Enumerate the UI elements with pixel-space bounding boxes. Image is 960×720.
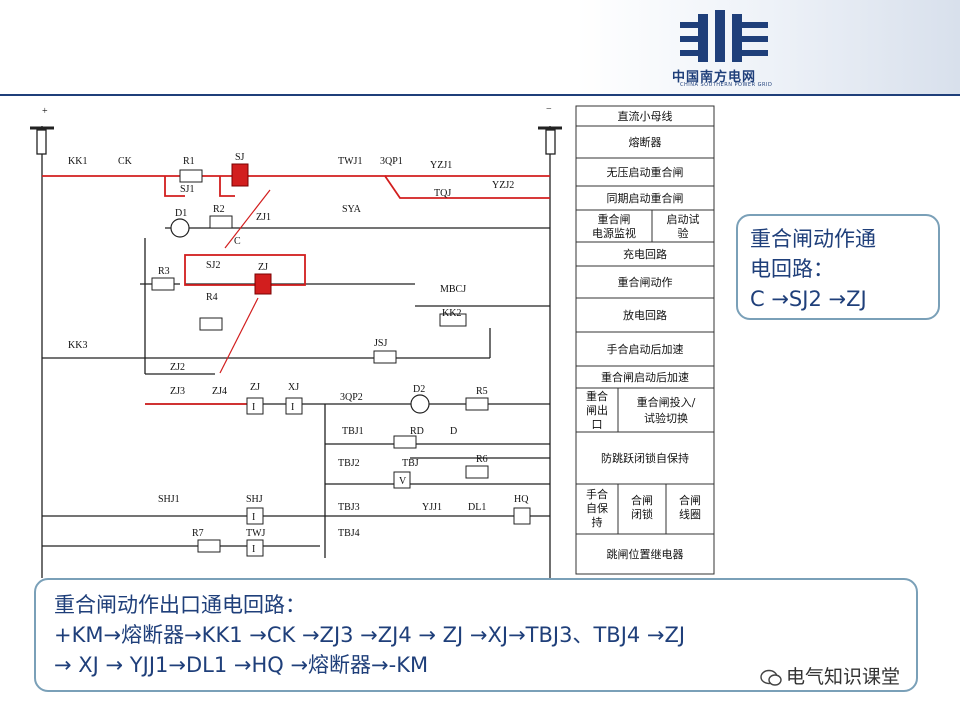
table-row-switchover-l2: 试验切换 (644, 411, 688, 425)
label-twj1: TWJ1 (338, 156, 362, 167)
label-r1: R1 (183, 156, 195, 167)
label-d2: D2 (413, 384, 425, 395)
label-zj1: ZJ1 (256, 212, 271, 223)
label-yzj2: YZJ2 (492, 180, 514, 191)
table-row-power-monitor-l2: 电源监视 (592, 226, 636, 240)
table-row-switchover-l1: 重合闸投入/ (637, 395, 696, 409)
label-ck: CK (118, 156, 133, 167)
label-tbj2: TBJ2 (338, 458, 360, 469)
table-row-manual-hold-l3: 持 (592, 515, 603, 529)
watermark: 电气知识课堂 (760, 662, 900, 689)
label-r2: R2 (213, 204, 225, 215)
label-dl1: DL1 (468, 502, 486, 513)
callout-exit-line2: +KM→熔断器→KK1 →CK →ZJ3 →ZJ4 → ZJ →XJ→TBJ3、… (54, 623, 686, 647)
label-mbcj: MBCJ (440, 284, 466, 295)
header-divider (0, 94, 960, 96)
label-xj: XJ (288, 382, 299, 393)
header-band (0, 0, 960, 96)
label-zj3: ZJ3 (170, 386, 185, 397)
label-zj2: ZJ2 (170, 362, 185, 373)
label-r4: R4 (206, 292, 218, 303)
bus-minus-label: − (546, 104, 552, 115)
table-row-manual-accel: 手合启动后加速 (607, 342, 684, 356)
label-yzj1: YZJ1 (430, 160, 452, 171)
label-hq: HQ (514, 494, 529, 505)
label-d1: D1 (175, 208, 187, 219)
label-tbj3: TBJ3 (338, 502, 360, 513)
label-r6: R6 (476, 454, 488, 465)
table-row-reclose-exit-l1: 重合 (586, 389, 608, 403)
callout-exit-path: 重合闸动作出口通电回路： +KM→熔断器→KK1 →CK →ZJ3 →ZJ4 →… (34, 578, 918, 692)
table-row-reclose-accel: 重合闸启动后加速 (601, 370, 689, 384)
label-zj-coil-i: I (252, 402, 255, 413)
table-row-fuse: 熔断器 (629, 135, 662, 149)
label-shj: SHJ (246, 494, 263, 505)
table-row-close-coil-l2: 线圈 (679, 507, 701, 521)
callout-reclose-line3: C →SJ2 →ZJ (750, 287, 867, 311)
label-tbj1: TBJ1 (342, 426, 364, 437)
label-3qp1: 3QP1 (380, 156, 403, 167)
table-row-anti-pump: 防跳跃闭锁自保持 (601, 451, 689, 465)
table-row-close-lock-l1: 合闸 (631, 493, 653, 507)
label-r7: R7 (192, 528, 204, 539)
wechat-icon (760, 669, 782, 686)
table-row-reclose-action: 重合闸动作 (618, 275, 673, 289)
table-row-close-coil-l1: 合闸 (679, 493, 701, 507)
reclosing-circuit-diagram: + − KK1 CK R1 SJ SJ1 D1 R2 ZJ1 C SJ2 ZJ … (30, 104, 715, 578)
table-row-manual-hold-l2: 自保 (586, 501, 608, 515)
label-zj4: ZJ4 (212, 386, 227, 397)
callout-exit-line3: → XJ → YJJ1→DL1 →HQ →熔断器→-KM (54, 653, 429, 677)
label-rd: RD (410, 426, 424, 437)
label-sj: SJ (235, 152, 245, 163)
label-shj1: SHJ1 (158, 494, 180, 505)
company-name-en: CHINA SOUTHERN POWER GRID (680, 82, 773, 88)
label-3qp2: 3QP2 (340, 392, 363, 403)
label-kk3: KK3 (68, 340, 87, 351)
company-logo-icon (680, 10, 768, 62)
label-sj1: SJ1 (180, 184, 194, 195)
table-row-close-lock-l2: 闭锁 (631, 507, 653, 521)
callout-reclose-line1: 重合闸动作通 (750, 227, 876, 251)
label-kk2: KK2 (442, 308, 461, 319)
label-r3: R3 (158, 266, 170, 277)
label-tbj4: TBJ4 (338, 528, 360, 539)
label-sj2: SJ2 (206, 260, 220, 271)
label-c: C (234, 236, 241, 247)
label-jsj: JSJ (374, 338, 387, 349)
label-twj-coil-i: I (252, 544, 255, 555)
table-row-novoltage-start: 无压启动重合闸 (607, 165, 684, 179)
label-d: D (450, 426, 457, 437)
table-row-discharge: 放电回路 (623, 308, 667, 322)
label-xj-coil-i: I (291, 402, 294, 413)
label-twj: TWJ (246, 528, 266, 539)
callout-reclose-path: 重合闸动作通 电回路： C →SJ2 →ZJ (736, 214, 940, 320)
label-yjj1: YJJ1 (422, 502, 442, 513)
table-row-start-test-l2: 验 (678, 226, 689, 240)
table-row-reclose-exit-l3: 口 (592, 418, 603, 431)
bus-plus-label: + (42, 106, 48, 117)
callout-exit-title: 重合闸动作出口通电回路： (54, 593, 306, 617)
label-tbj: TBJ (402, 458, 419, 469)
table-row-power-monitor-l1: 重合闸 (598, 212, 631, 226)
label-kk1: KK1 (68, 156, 87, 167)
label-zj-coil: ZJ (250, 382, 260, 393)
table-row-sync-start: 同期启动重合闸 (607, 191, 684, 205)
table-row-reclose-exit-l2: 闸出 (586, 403, 608, 417)
label-tqj: TQJ (434, 188, 451, 199)
callout-reclose-line2: 电回路： (750, 257, 834, 281)
label-shj-coil-i: I (252, 512, 255, 523)
watermark-text: 电气知识课堂 (786, 666, 901, 688)
label-zj: ZJ (258, 262, 268, 273)
table-row-start-test-l1: 启动试 (667, 213, 700, 226)
label-tbj-coil-v: V (399, 476, 407, 487)
company-name-cn: 中国南方电网 (672, 70, 757, 85)
table-row-charging: 充电回路 (623, 247, 667, 261)
table-row-trip-position-relay: 跳闸位置继电器 (607, 547, 684, 561)
label-sya: SYA (342, 204, 362, 215)
label-r5: R5 (476, 386, 488, 397)
table-row-manual-hold-l1: 手合 (586, 487, 608, 501)
table-row-dc-bus: 直流小母线 (618, 109, 673, 123)
